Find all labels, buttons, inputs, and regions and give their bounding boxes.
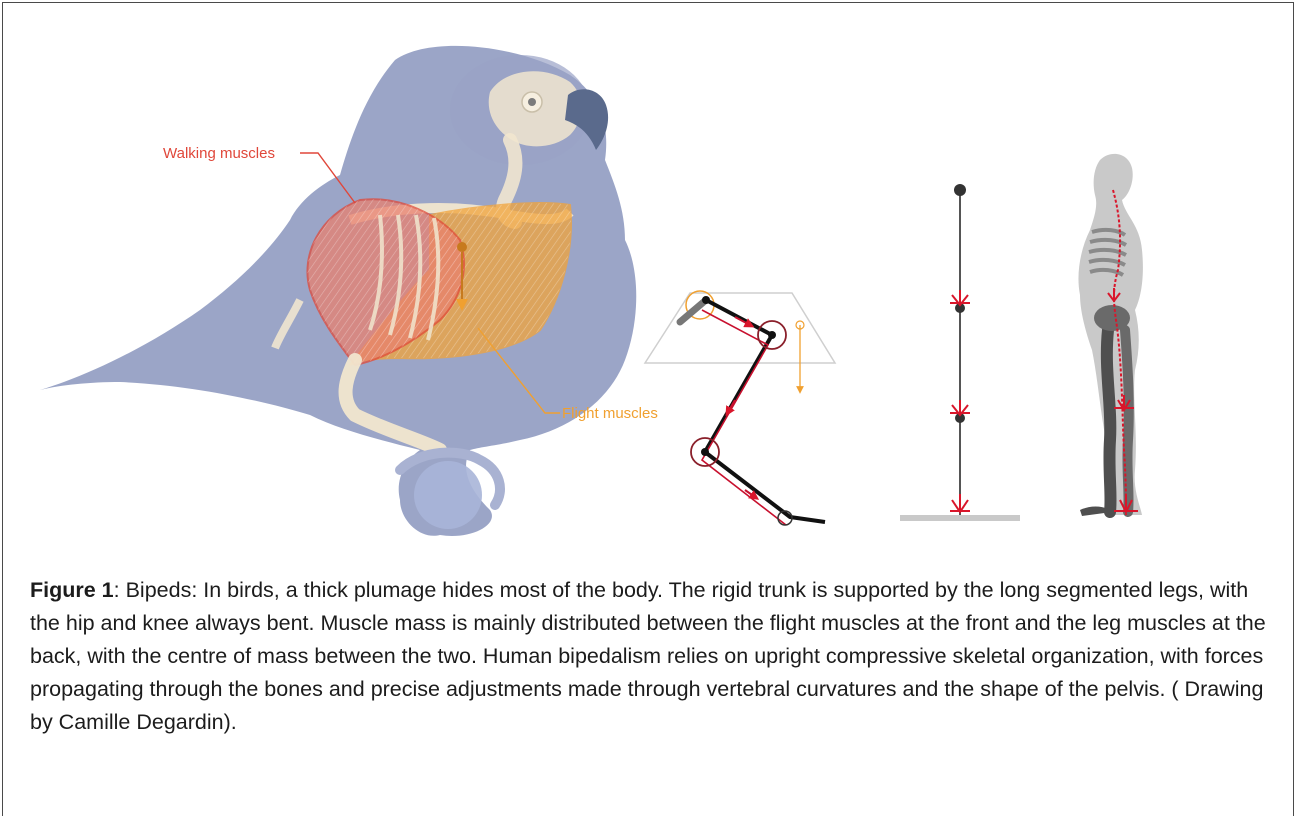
bird-pupil [528, 98, 536, 106]
figure-caption: Figure 1: Bipeds: In birds, a thick plum… [30, 574, 1275, 739]
figure-svg: Walking muscles Flight muscles [0, 0, 1298, 560]
figure-illustration: Walking muscles Flight muscles [0, 0, 1298, 560]
caption-text: : Bipeds: In birds, a thick plumage hide… [30, 578, 1266, 734]
leg-segments [705, 300, 825, 522]
human-pelvis [1094, 305, 1130, 331]
bird-leg-schematic [645, 291, 835, 525]
human-figure [1078, 154, 1142, 516]
hip-dot [702, 296, 710, 304]
flight-muscles-label: Flight muscles [562, 405, 658, 422]
leg-force-lines [702, 310, 786, 525]
human-column-schematic [900, 184, 1020, 521]
ground-bar [900, 515, 1020, 521]
centre-of-mass-dot [457, 242, 467, 252]
bird-illustration: Walking muscles Flight muscles [40, 46, 658, 536]
trunk-plane [645, 293, 835, 363]
human-legs-bones [1107, 330, 1111, 512]
knee-dot [768, 331, 776, 339]
ankle-dot [701, 448, 709, 456]
walking-muscles-label: Walking muscles [163, 145, 275, 162]
bird-perch [414, 461, 482, 529]
caption-label: Figure 1 [30, 578, 114, 602]
column-head-dot [954, 184, 966, 196]
